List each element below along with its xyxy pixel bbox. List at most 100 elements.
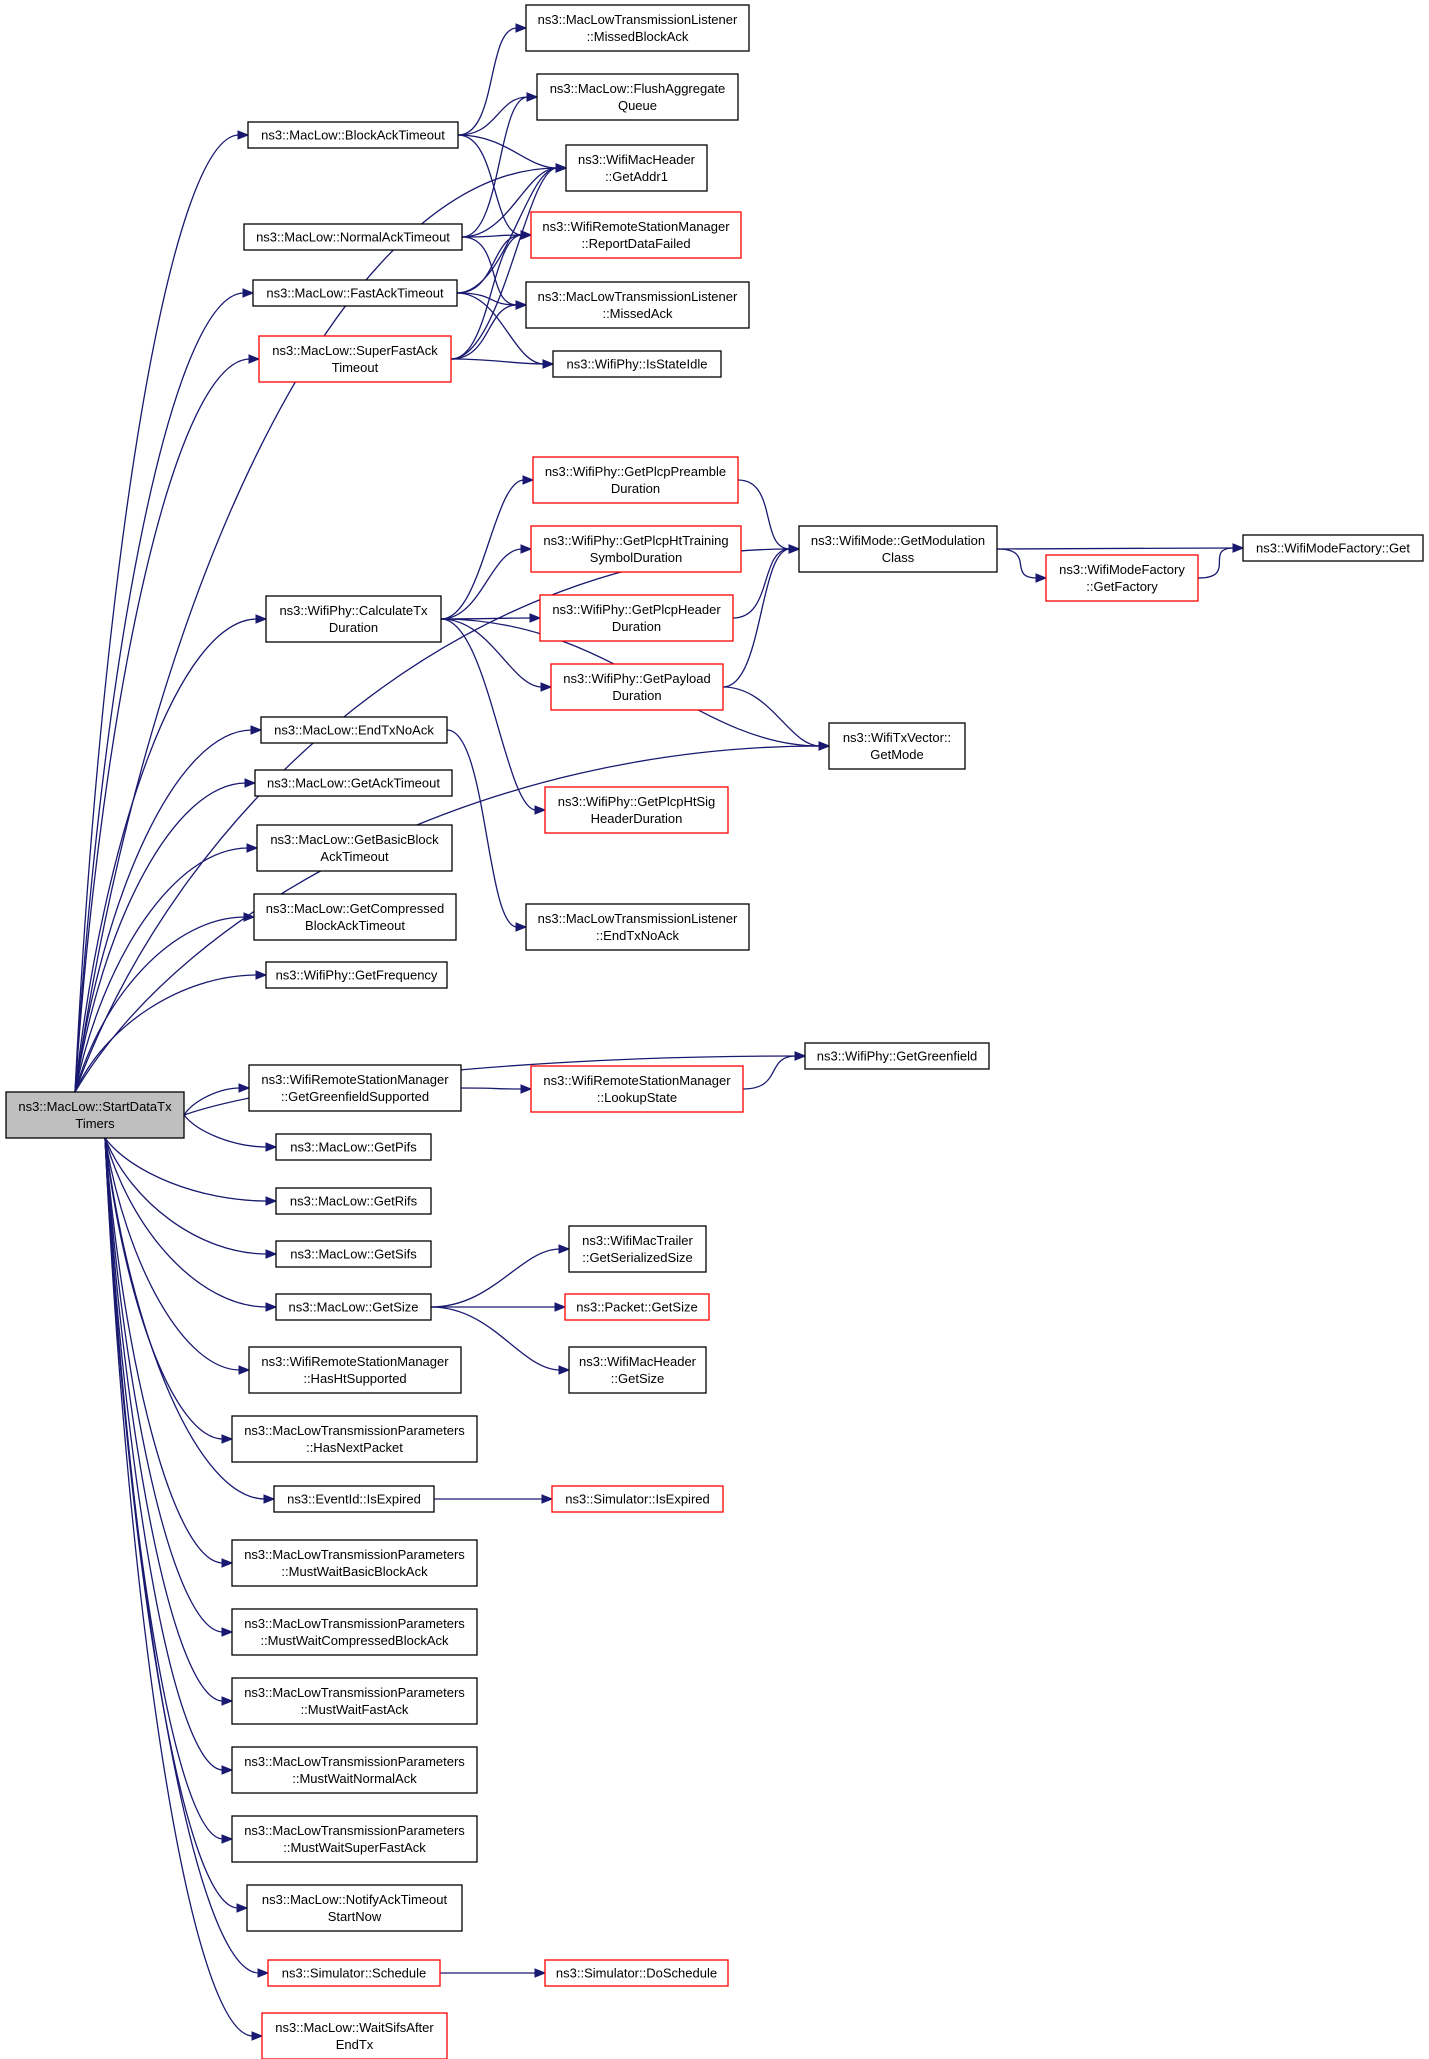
node-mustwaitfastack[interactable]: ns3::MacLowTransmissionParameters::MustW…	[231, 1677, 478, 1725]
node-missedblockack[interactable]: ns3::MacLowTransmissionListener::MissedB…	[525, 4, 750, 52]
node-reportdatafailed[interactable]: ns3::WifiRemoteStationManager::ReportDat…	[530, 211, 742, 259]
node-box-getplcphtsigheaderduration[interactable]	[544, 786, 729, 834]
node-simulatorisexpired[interactable]: ns3::Simulator::IsExpired	[551, 1485, 724, 1513]
node-schedule[interactable]: ns3::Simulator::Schedule	[267, 1959, 441, 1987]
node-box-flushaggregatequeue[interactable]	[536, 73, 739, 121]
node-getsifs[interactable]: ns3::MacLow::GetSifs	[275, 1240, 432, 1268]
node-box-headergetsize[interactable]	[568, 1346, 707, 1394]
node-getpifs[interactable]: ns3::MacLow::GetPifs	[275, 1133, 432, 1161]
node-box-getplcpheaderduration[interactable]	[539, 594, 734, 642]
node-box-getmodulationclass[interactable]	[798, 525, 998, 573]
node-box-normalacktimeout[interactable]	[243, 223, 463, 251]
node-box-endtxnoack[interactable]	[260, 716, 448, 744]
node-getcompressedblockacktimeout[interactable]: ns3::MacLow::GetCompressedBlockAckTimeou…	[253, 893, 457, 941]
node-box-endtxnoacklistener[interactable]	[525, 903, 750, 951]
node-wifimodefactoryget[interactable]: ns3::WifiModeFactory::Get	[1242, 534, 1424, 562]
node-lookupstate[interactable]: ns3::WifiRemoteStationManager::LookupSta…	[530, 1065, 744, 1113]
node-mustwaitnormalack[interactable]: ns3::MacLowTransmissionParameters::MustW…	[231, 1746, 478, 1794]
node-box-mustwaitsuperfastack[interactable]	[231, 1815, 478, 1863]
node-box-mustwaitnormalack[interactable]	[231, 1746, 478, 1794]
node-box-getpifs[interactable]	[275, 1133, 432, 1161]
node-mustwaitsuperfastack[interactable]: ns3::MacLowTransmissionParameters::MustW…	[231, 1815, 478, 1863]
node-box-getbasicblockacktimeout[interactable]	[256, 824, 453, 872]
node-box-superfastacktimeout[interactable]	[258, 335, 452, 383]
node-box-calculatetxduration[interactable]	[265, 595, 442, 643]
node-box-getgreenfield[interactable]	[804, 1042, 990, 1070]
node-normalacktimeout[interactable]: ns3::MacLow::NormalAckTimeout	[243, 223, 463, 251]
node-box-getrifs[interactable]	[275, 1187, 432, 1215]
node-box-gettxvectormode[interactable]	[828, 722, 966, 770]
node-getacktimeout[interactable]: ns3::MacLow::GetAckTimeout	[254, 769, 453, 797]
node-missedack[interactable]: ns3::MacLowTransmissionListener::MissedA…	[525, 281, 750, 329]
node-box-getaddr1[interactable]	[565, 144, 708, 192]
node-box-lookupstate[interactable]	[530, 1065, 744, 1113]
node-box-getgreenfieldsupported[interactable]	[248, 1064, 462, 1112]
node-box-getacktimeout[interactable]	[254, 769, 453, 797]
node-box-fastacktimeout[interactable]	[252, 279, 458, 307]
node-box-simulatorisexpired[interactable]	[551, 1485, 724, 1513]
node-box-getcompressedblockacktimeout[interactable]	[253, 893, 457, 941]
node-doschedule[interactable]: ns3::Simulator::DoSchedule	[544, 1959, 729, 1987]
node-box-getserializedsize[interactable]	[568, 1225, 707, 1273]
node-box-getfactory[interactable]	[1045, 554, 1199, 602]
node-box-isstateidle[interactable]	[552, 350, 722, 378]
node-isexpired[interactable]: ns3::EventId::IsExpired	[273, 1485, 435, 1513]
node-box-hasnextpacket[interactable]	[231, 1415, 478, 1463]
node-getfrequency[interactable]: ns3::WifiPhy::GetFrequency	[265, 961, 448, 989]
node-box-getpayloadduration[interactable]	[550, 663, 724, 711]
node-getrifs[interactable]: ns3::MacLow::GetRifs	[275, 1187, 432, 1215]
node-box-root[interactable]	[5, 1091, 185, 1139]
node-box-schedule[interactable]	[267, 1959, 441, 1987]
node-box-mustwaitfastack[interactable]	[231, 1677, 478, 1725]
node-getserializedsize[interactable]: ns3::WifiMacTrailer::GetSerializedSize	[568, 1225, 707, 1273]
node-getaddr1[interactable]: ns3::WifiMacHeader::GetAddr1	[565, 144, 708, 192]
node-getplcphttrainingsymbolduration[interactable]: ns3::WifiPhy::GetPlcpHtTrainingSymbolDur…	[530, 525, 742, 573]
node-box-mustwaitcompressedblockack[interactable]	[231, 1608, 478, 1656]
node-box-getplcphttrainingsymbolduration[interactable]	[530, 525, 742, 573]
node-mustwaitbasicblockack[interactable]: ns3::MacLowTransmissionParameters::MustW…	[231, 1539, 478, 1587]
node-getgreenfieldsupported[interactable]: ns3::WifiRemoteStationManager::GetGreenf…	[248, 1064, 462, 1112]
node-getsize[interactable]: ns3::MacLow::GetSize	[275, 1293, 432, 1321]
node-box-isexpired[interactable]	[273, 1485, 435, 1513]
node-box-waitsifsafterendtx[interactable]	[261, 2012, 448, 2059]
node-box-missedblockack[interactable]	[525, 4, 750, 52]
node-box-packetgetsize[interactable]	[564, 1293, 710, 1321]
node-getfactory[interactable]: ns3::WifiModeFactory::GetFactory	[1045, 554, 1199, 602]
node-gettxvectormode[interactable]: ns3::WifiTxVector::GetMode	[828, 722, 966, 770]
node-hasnextpacket[interactable]: ns3::MacLowTransmissionParameters::HasNe…	[231, 1415, 478, 1463]
node-box-reportdatafailed[interactable]	[530, 211, 742, 259]
node-box-getsize[interactable]	[275, 1293, 432, 1321]
node-getgreenfield[interactable]: ns3::WifiPhy::GetGreenfield	[804, 1042, 990, 1070]
node-hashtsupported[interactable]: ns3::WifiRemoteStationManager::HasHtSupp…	[248, 1346, 462, 1394]
node-fastacktimeout[interactable]: ns3::MacLow::FastAckTimeout	[252, 279, 458, 307]
node-packetgetsize[interactable]: ns3::Packet::GetSize	[564, 1293, 710, 1321]
node-box-getfrequency[interactable]	[265, 961, 448, 989]
node-endtxnoack[interactable]: ns3::MacLow::EndTxNoAck	[260, 716, 448, 744]
node-box-blockacktimeout[interactable]	[247, 121, 459, 149]
node-box-wifimodefactoryget[interactable]	[1242, 534, 1424, 562]
node-box-notifyacktimeoutstartnow[interactable]	[246, 1884, 463, 1932]
node-box-mustwaitbasicblockack[interactable]	[231, 1539, 478, 1587]
node-box-hashtsupported[interactable]	[248, 1346, 462, 1394]
node-box-missedack[interactable]	[525, 281, 750, 329]
node-box-getsifs[interactable]	[275, 1240, 432, 1268]
node-mustwaitcompressedblockack[interactable]: ns3::MacLowTransmissionParameters::MustW…	[231, 1608, 478, 1656]
node-headergetsize[interactable]: ns3::WifiMacHeader::GetSize	[568, 1346, 707, 1394]
node-endtxnoacklistener[interactable]: ns3::MacLowTransmissionListener::EndTxNo…	[525, 903, 750, 951]
node-box-doschedule[interactable]	[544, 1959, 729, 1987]
node-box-getplcppreambleduration[interactable]	[532, 456, 739, 504]
node-blockacktimeout[interactable]: ns3::MacLow::BlockAckTimeout	[247, 121, 459, 149]
node-isstateidle[interactable]: ns3::WifiPhy::IsStateIdle	[552, 350, 722, 378]
